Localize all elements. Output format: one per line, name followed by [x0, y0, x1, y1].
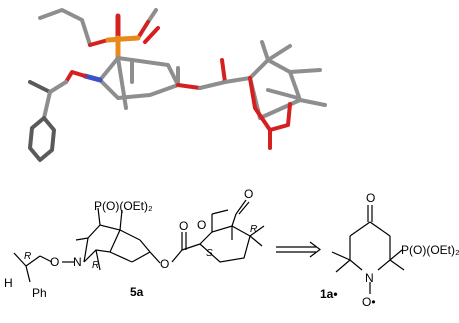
compound-1a-labels: O N O• P(O)(OEt)₂ 1a• [320, 191, 459, 309]
alkoxyamine-arm [28, 70, 103, 162]
phenyl-ring-3d [28, 116, 56, 162]
oxygen-label-5a-ester: O [160, 257, 169, 271]
ester-linkage [176, 58, 252, 90]
compound-label-1a: 1a• [320, 287, 338, 301]
stereo-descriptor-r-benzylic: R [24, 251, 31, 262]
ethoxy-chains [38, 8, 160, 47]
oxygen-label-5a-lactone: O [197, 218, 206, 232]
stereo-descriptor-r-camphor: R [250, 224, 257, 235]
oxygen-label-5a-1: O [50, 255, 59, 269]
phosphonate-group [105, 13, 141, 61]
phosphonate-label-1a: P(O)(OEt)₂ [401, 243, 459, 257]
nitrogen-label-5a: N [73, 255, 82, 269]
hydrogen-label-5a: H [4, 276, 13, 290]
crystal-structure-model [28, 8, 327, 162]
camphanate-cage [248, 40, 327, 150]
nitroxide-oxygen-label-1a: O• [362, 295, 376, 309]
nitrogen-label-1a: N [365, 271, 374, 285]
compound-label-5a: 5a [130, 285, 144, 299]
compound-5a-labels: P(O)(OEt)₂ O N O O O O H Ph R R S R 5a [4, 187, 257, 300]
piperidine-ring [98, 56, 180, 110]
stereo-descriptor-r-ring: R [92, 260, 99, 271]
compound-5a-structure [13, 199, 265, 283]
phosphonate-label-5a: P(O)(OEt)₂ [94, 199, 153, 213]
retrosynthesis-arrow [276, 241, 321, 258]
ketone-oxygen-label-1a: O [366, 191, 375, 205]
compound-1a-structure [331, 205, 405, 294]
stereo-descriptor-s: S [206, 248, 213, 259]
oxygen-label-5a-carbonyl: O [179, 219, 188, 233]
oxygen-label-5a-lactone-co: O [244, 187, 253, 201]
phenyl-label-5a: Ph [32, 286, 47, 300]
